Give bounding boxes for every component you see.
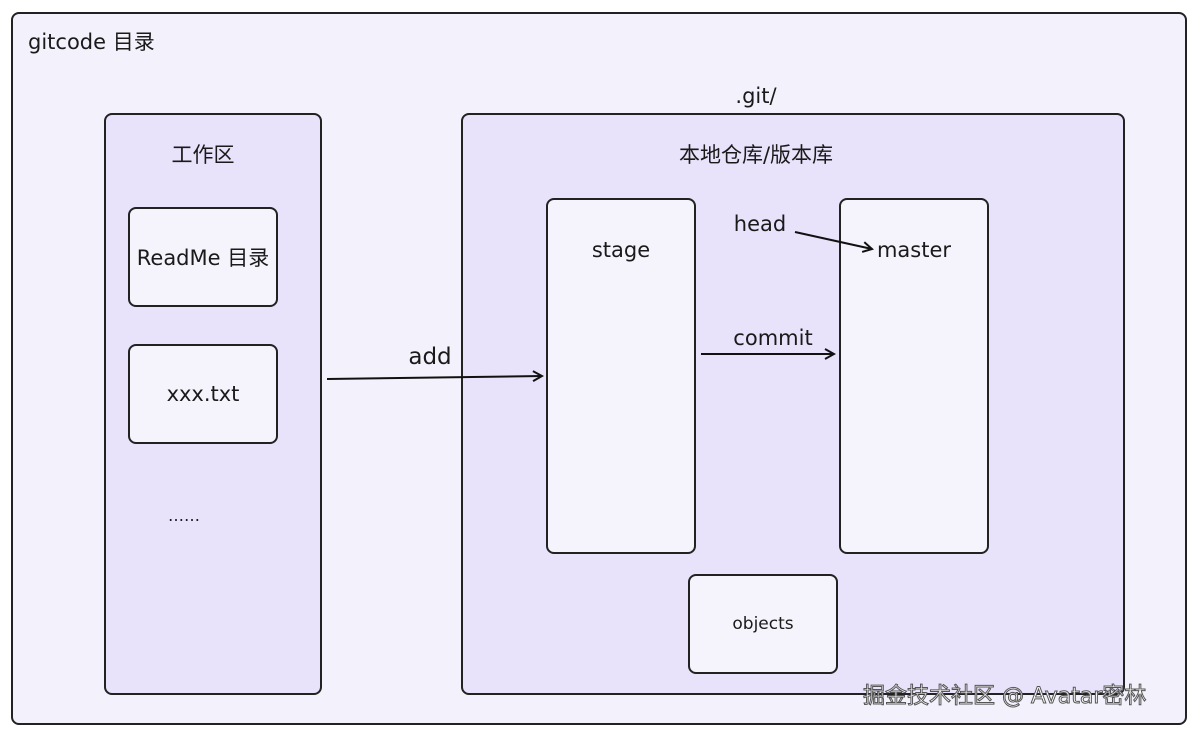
- more-files-ellipsis: ……: [168, 506, 200, 525]
- workspace-title: 工作区: [171, 143, 235, 167]
- txt-file-card: xxx.txt: [128, 344, 278, 444]
- objects-box: objects: [688, 574, 838, 674]
- master-label: master: [876, 238, 952, 262]
- objects-label: objects: [732, 614, 794, 634]
- head-arrow-label: head: [733, 212, 787, 236]
- gitcode-directory-label: gitcode 目录: [28, 30, 155, 54]
- git-dir-label: .git/: [735, 84, 777, 108]
- txt-file-label: xxx.txt: [166, 382, 240, 406]
- add-arrow-label: add: [408, 344, 452, 370]
- master-box: [839, 198, 989, 554]
- stage-label: stage: [591, 238, 651, 262]
- readme-file-card: ReadMe 目录: [128, 207, 278, 307]
- commit-arrow-label: commit: [733, 326, 813, 350]
- repository-title: 本地仓库/版本库: [678, 143, 834, 167]
- watermark-text: 掘金技术社区 @ Avatar密林: [862, 684, 1147, 709]
- readme-file-label: ReadMe 目录: [136, 246, 270, 270]
- stage-box: [546, 198, 696, 554]
